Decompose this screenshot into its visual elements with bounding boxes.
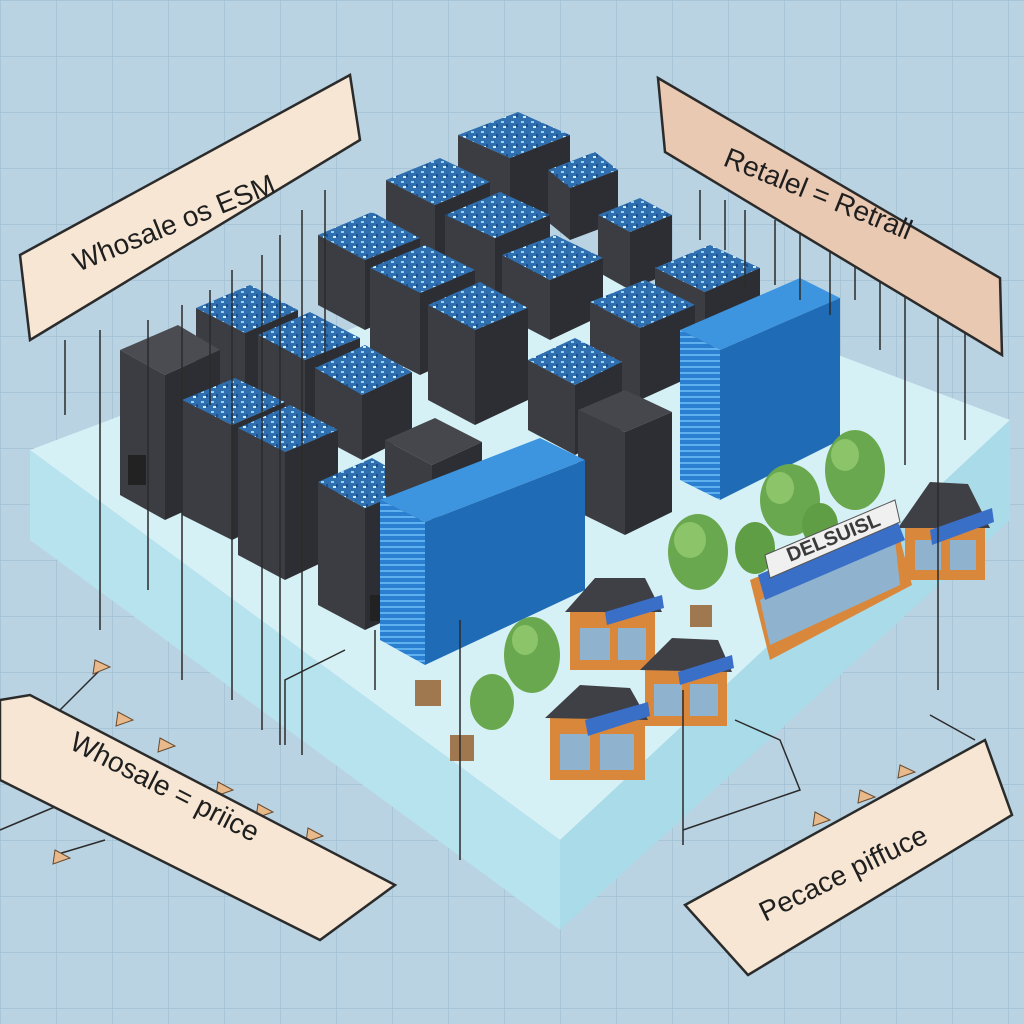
warehouse-cluster	[120, 112, 760, 630]
arrow-head	[305, 827, 325, 843]
crates	[415, 605, 712, 761]
tree	[504, 617, 560, 693]
warehouse-block	[578, 390, 672, 535]
tree	[470, 674, 514, 730]
shop	[545, 685, 650, 780]
arrow-heads	[52, 659, 917, 865]
crate	[690, 605, 712, 627]
tree	[735, 522, 775, 574]
warehouse-block	[428, 282, 528, 425]
arrow-head	[92, 659, 112, 675]
arrow-head	[215, 781, 235, 797]
tree	[825, 430, 885, 510]
tree	[668, 514, 728, 590]
connector-lines	[0, 190, 976, 860]
shop	[898, 482, 994, 580]
blue-product-stacks	[380, 278, 840, 665]
arrow-head	[812, 811, 832, 827]
warehouse-block	[315, 345, 412, 460]
shop	[640, 638, 734, 726]
warehouse-block	[598, 198, 672, 290]
retail-shops: DELSUISL	[545, 482, 994, 780]
crate	[415, 680, 441, 706]
crate	[450, 735, 474, 761]
large-retail-store: DELSUISL	[750, 499, 912, 660]
shop	[565, 578, 664, 670]
arrow-head	[157, 737, 177, 753]
product-stack	[380, 438, 585, 665]
arrow-head	[115, 711, 135, 727]
arrow-head	[897, 764, 917, 779]
arrow-head	[52, 849, 72, 865]
arrow-head	[857, 789, 877, 804]
